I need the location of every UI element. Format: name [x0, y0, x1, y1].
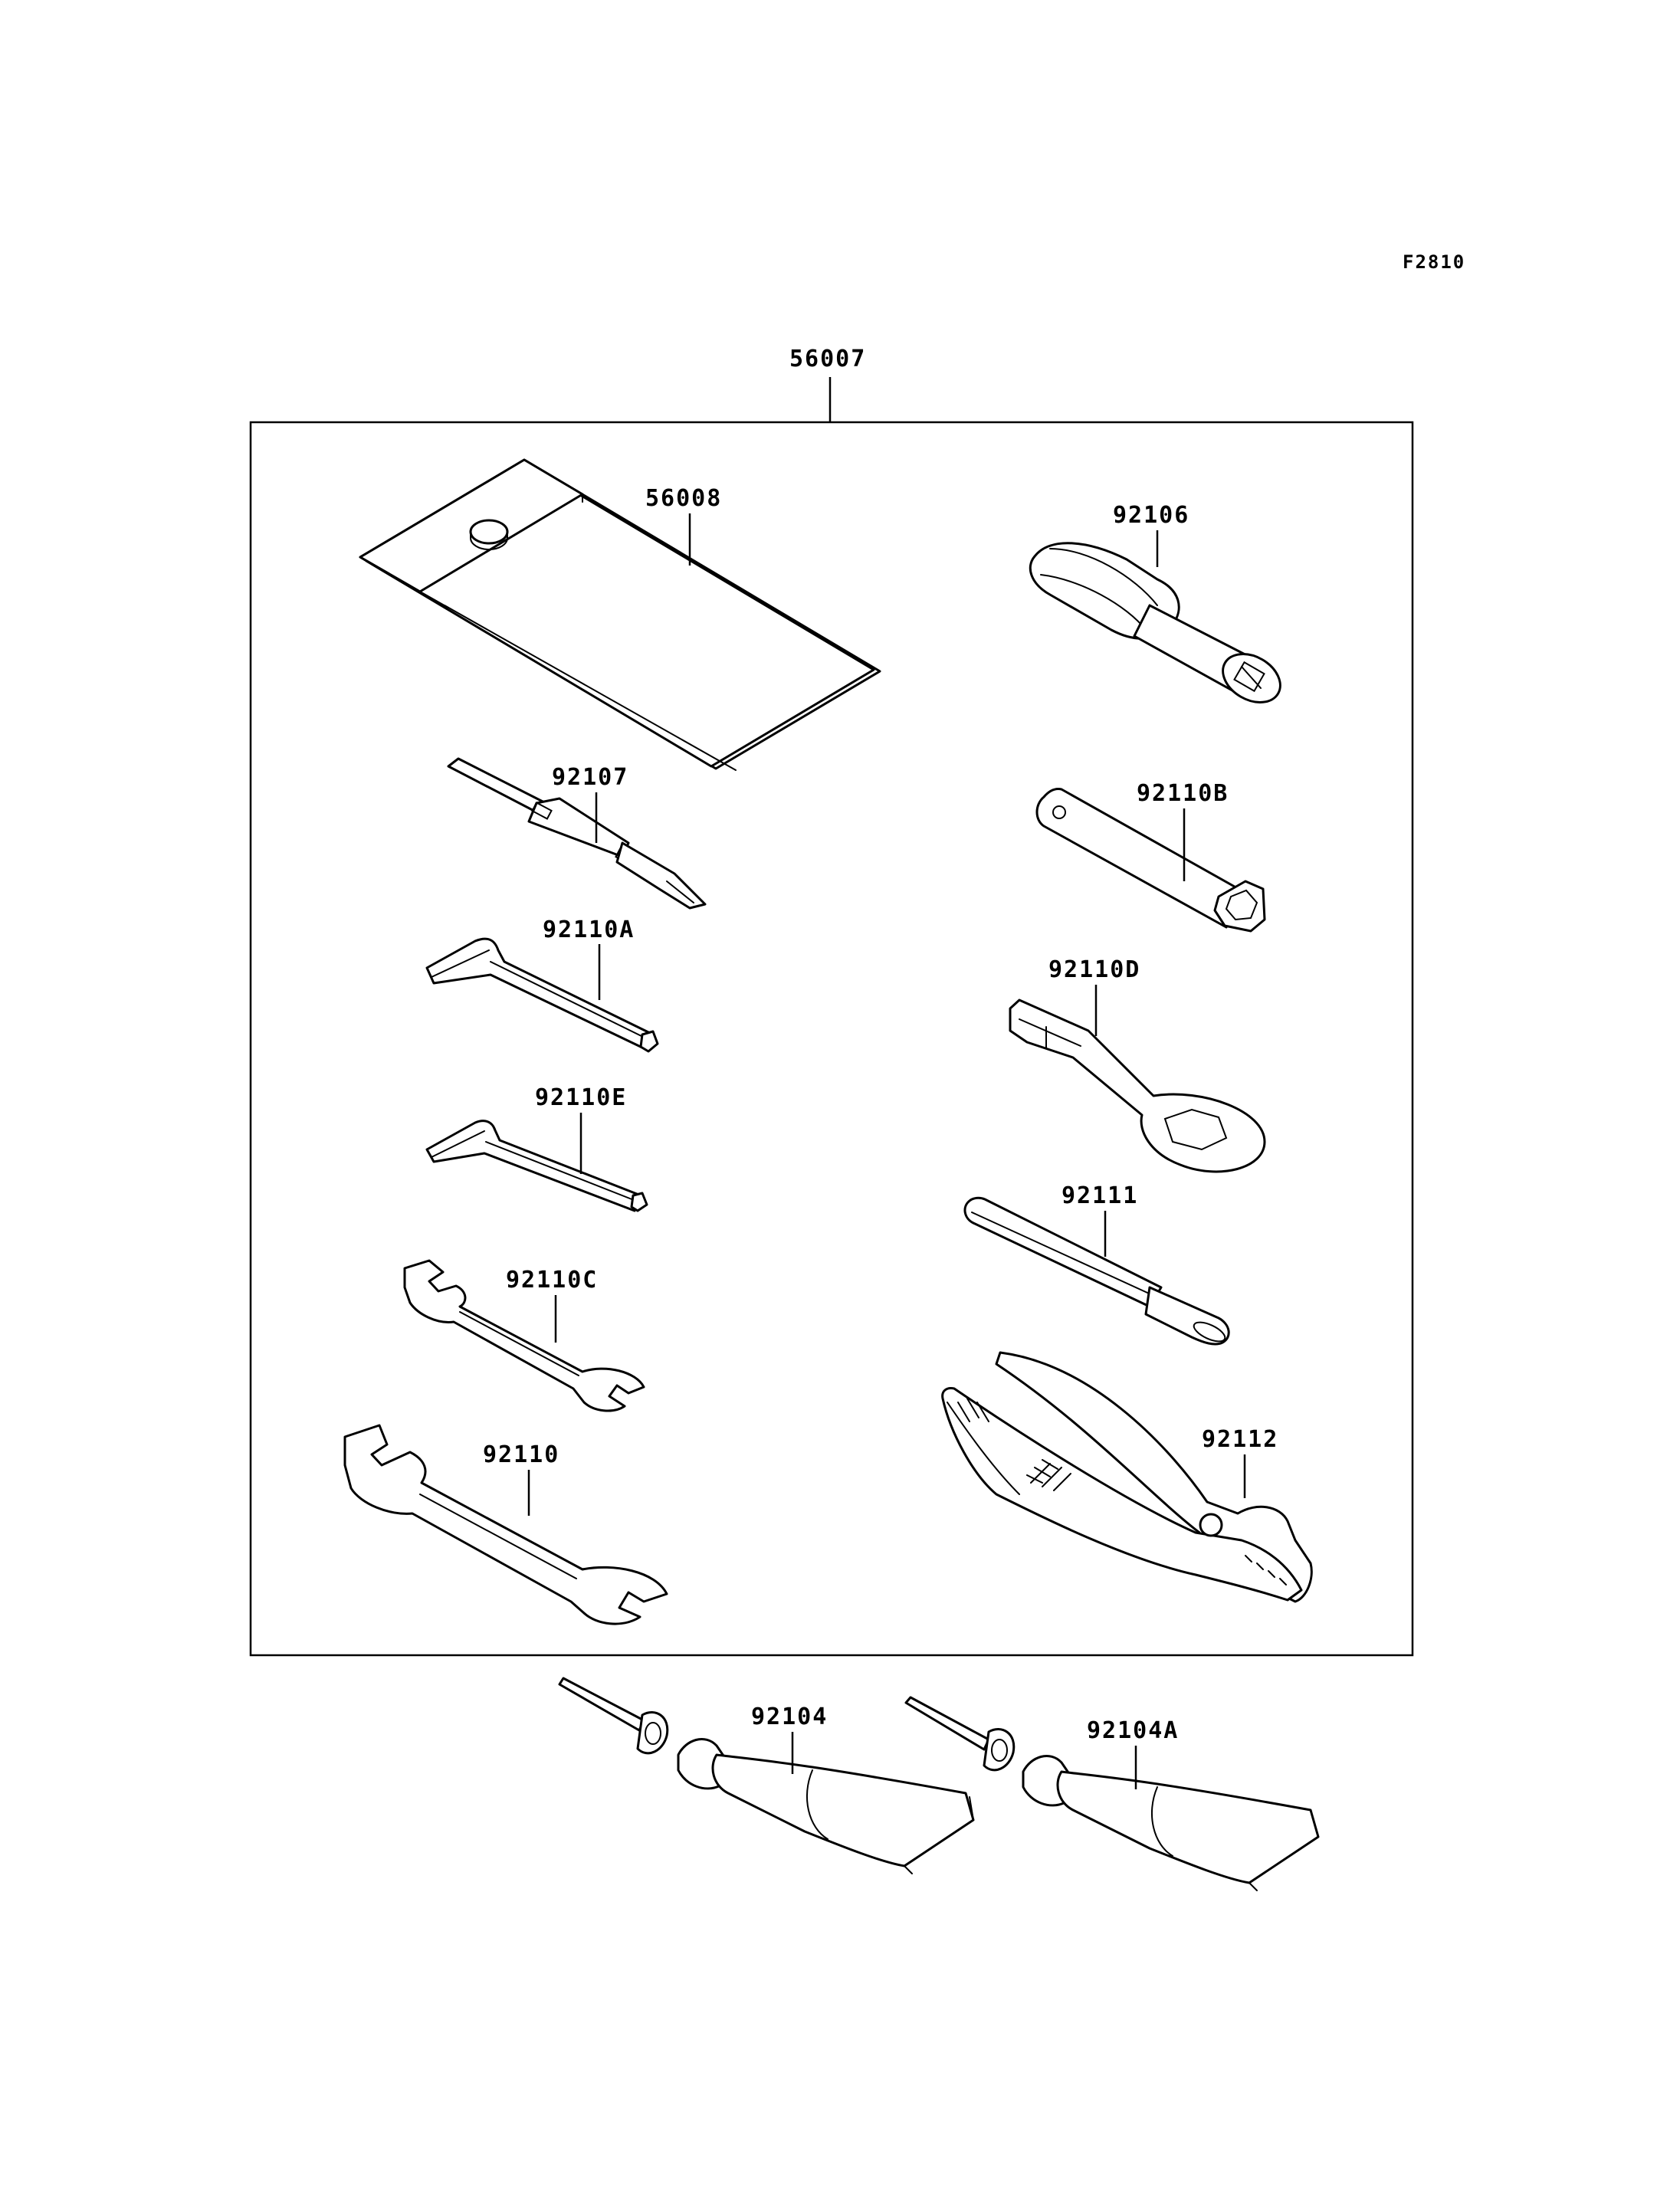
screwdriver-handle-drawing — [1029, 542, 1281, 703]
open-wrench-small-drawing — [403, 1259, 645, 1412]
label-92110E: 92110E — [535, 1084, 627, 1111]
label-92110B: 92110B — [1137, 780, 1229, 807]
screwdriver-bit-drawing — [447, 757, 707, 910]
label-92104: 92104 — [751, 1703, 828, 1730]
label-92110C: 92110C — [506, 1267, 598, 1294]
label-56008: 56008 — [645, 485, 722, 512]
box-wrench-drawing — [1009, 998, 1266, 1173]
plug-wrench-drawing — [1035, 788, 1266, 933]
kit-label: 56007 — [789, 346, 866, 372]
hex-key-large-drawing — [425, 937, 659, 1053]
label-92110A: 92110A — [543, 917, 635, 943]
label-92111: 92111 — [1061, 1182, 1138, 1209]
label-92112: 92112 — [1202, 1426, 1278, 1453]
pliers-drawing — [941, 1351, 1313, 1603]
open-wrench-large-drawing — [343, 1424, 668, 1625]
diagram-code: F2810 — [1403, 251, 1465, 273]
grease-tube-a-drawing — [904, 1696, 1320, 1891]
tool-pouch-drawing — [359, 458, 881, 771]
hex-key-small-drawing — [425, 1120, 648, 1212]
label-92110: 92110 — [483, 1441, 559, 1468]
label-92110D: 92110D — [1048, 956, 1140, 983]
kit-frame — [249, 421, 1414, 1657]
label-92106: 92106 — [1113, 502, 1189, 529]
label-92107: 92107 — [552, 764, 628, 791]
grease-tube-drawing — [558, 1677, 975, 1874]
label-92104A: 92104A — [1087, 1717, 1179, 1744]
extension-bar-drawing — [963, 1196, 1230, 1346]
